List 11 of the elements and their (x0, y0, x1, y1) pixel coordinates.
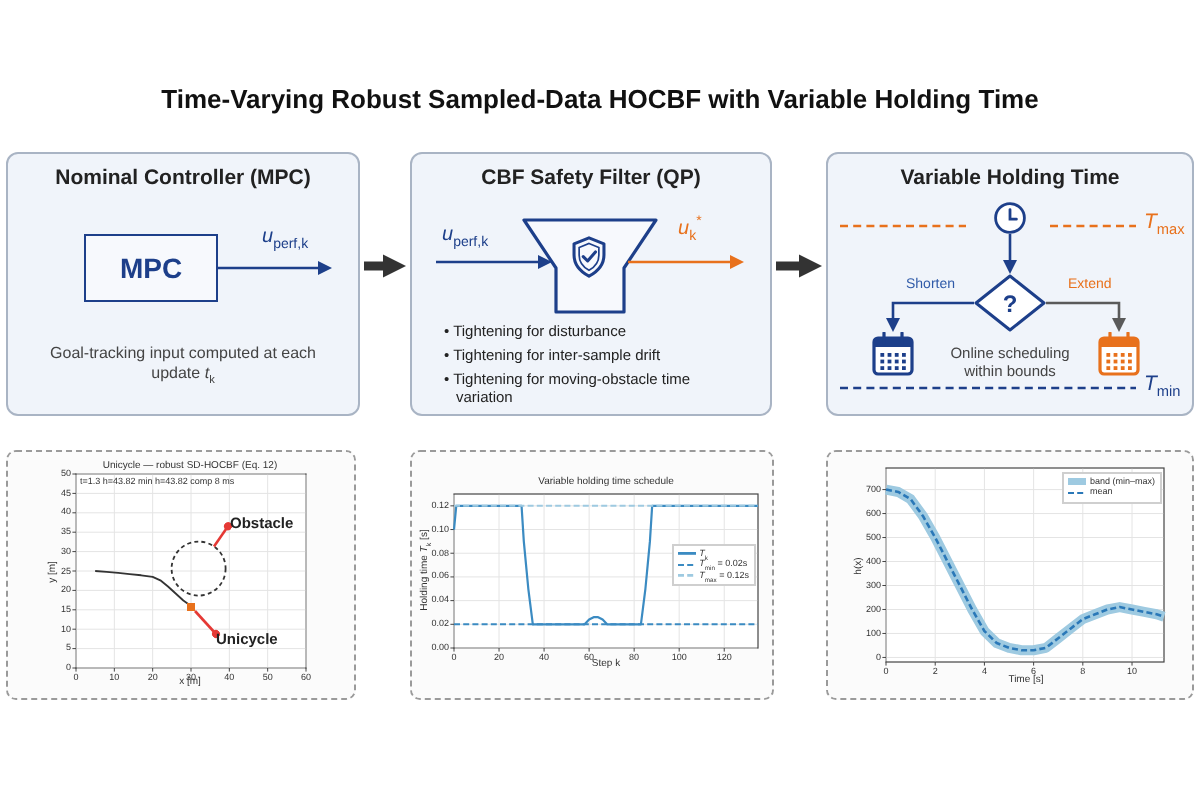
threshold-label: T$_{max}$ (1142, 212, 1187, 233)
panel-heading: Variable Holding Time (900, 166, 1120, 192)
edge-label: u$_{perf,k}$ (440, 226, 491, 246)
edge-label: u$_{perf,k}$ (260, 228, 311, 248)
panel-heading: Nominal Controller (MPC) (55, 166, 311, 192)
diamond-label: ? (1002, 291, 1018, 315)
panel-description: Goal-tracking input computed at each update t$_{k}$ (50, 344, 316, 383)
diagram-title: Time-Varying Robust Sampled-Data HOCBF with Variable Holding Time (161, 84, 1039, 114)
panel-heading: CBF Safety Filter (QP) (481, 166, 701, 192)
threshold-label: T$_{min}$ (1142, 374, 1183, 395)
box-label: MPC (119, 254, 183, 282)
